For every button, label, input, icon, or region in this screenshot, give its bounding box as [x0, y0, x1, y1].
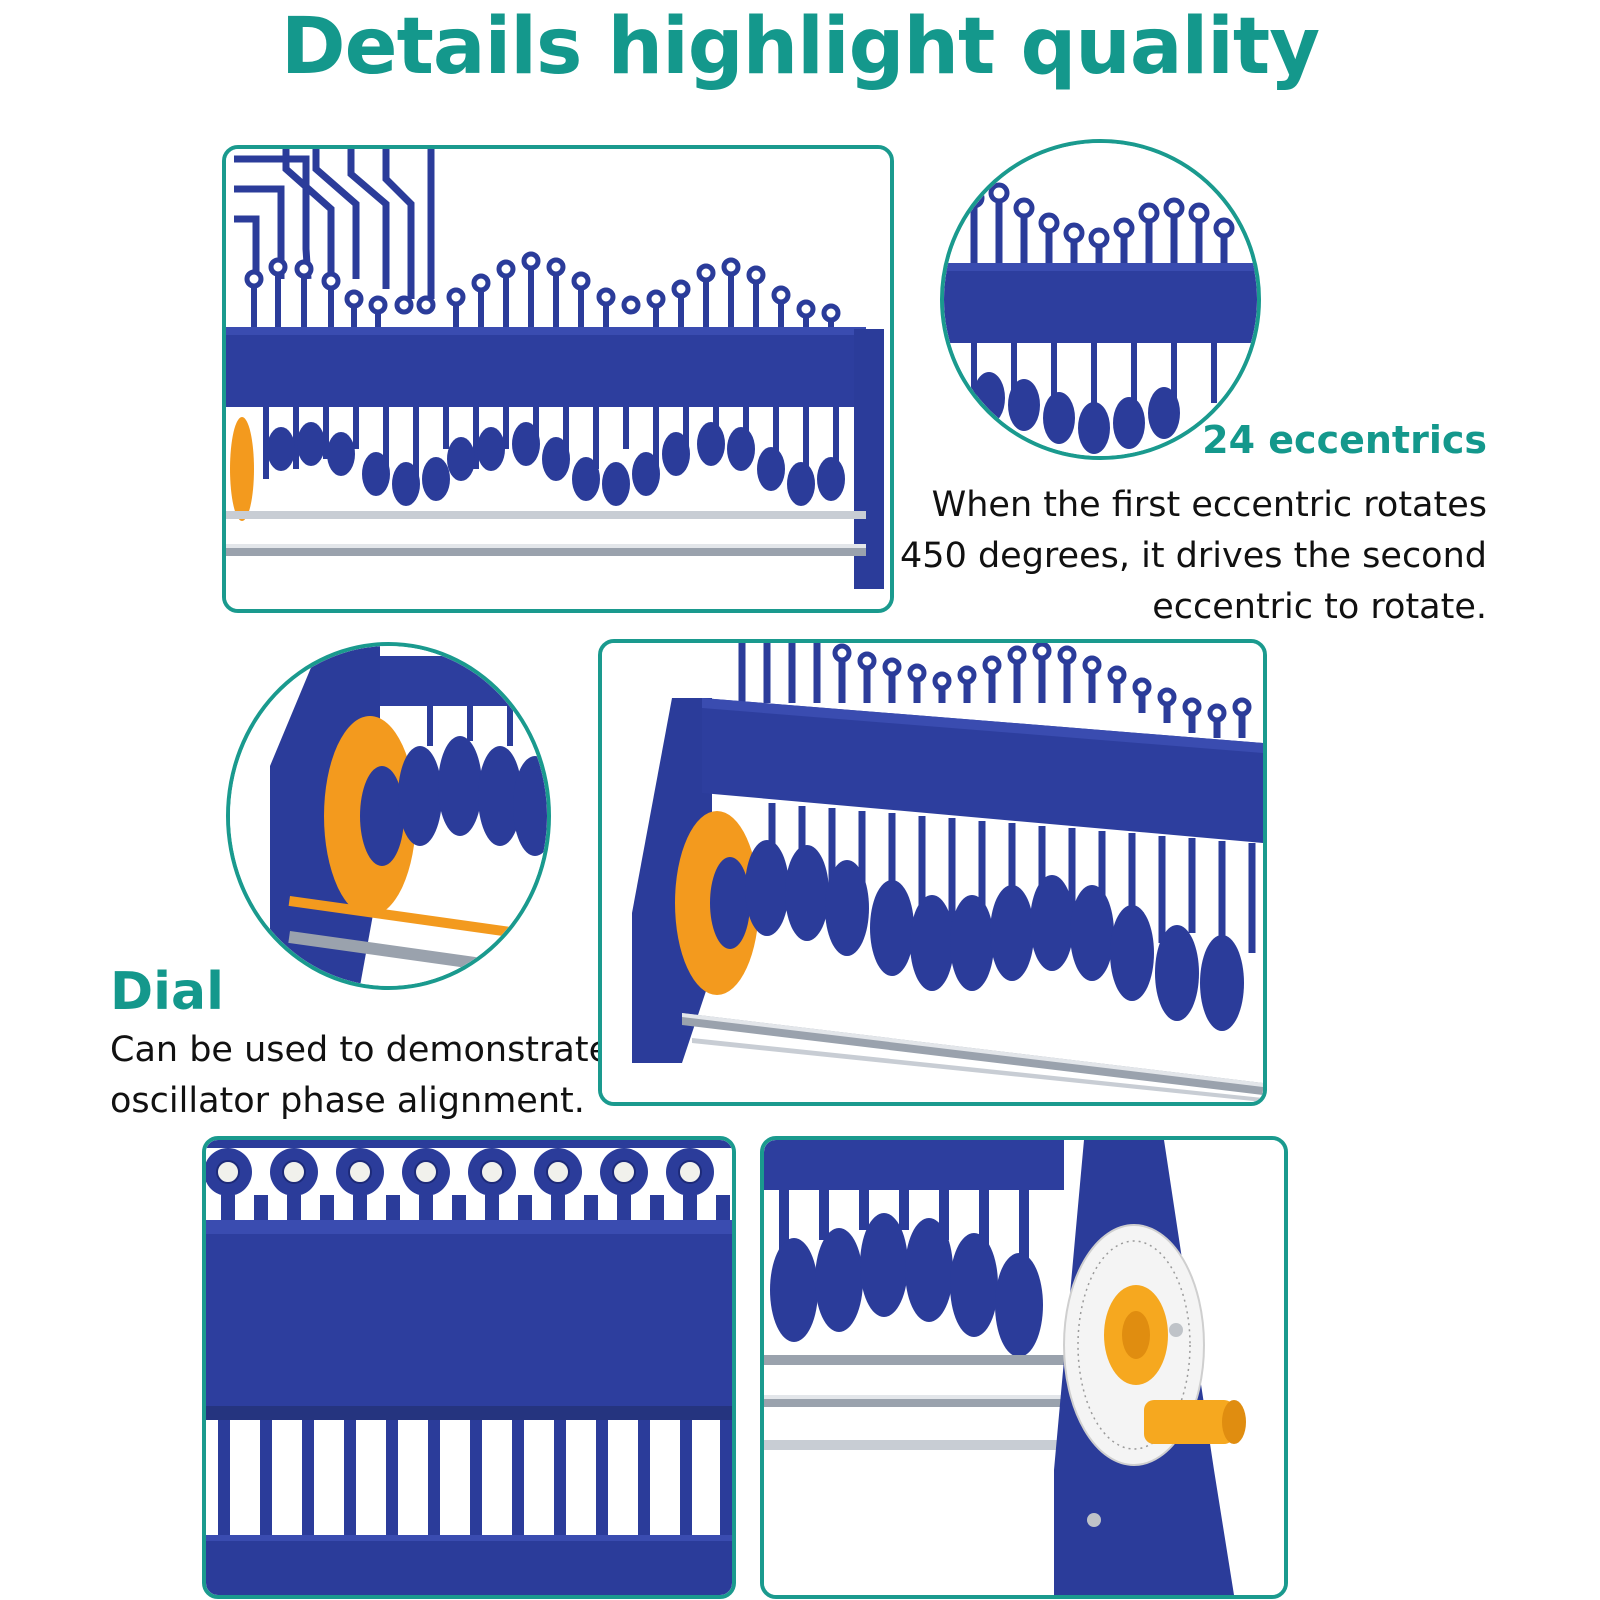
dial-line-2: oscillator phase alignment. — [110, 1081, 585, 1121]
dial-closeup-image — [230, 646, 547, 986]
rack-overview-panel — [222, 145, 894, 613]
page-title: Details highlight quality — [280, 2, 1320, 92]
dial-line-1: Can be used to demonstrate — [110, 1030, 611, 1070]
dial-crank-image — [764, 1140, 1284, 1595]
beam-closeup-panel — [202, 1136, 736, 1599]
dial-crank-panel — [760, 1136, 1288, 1599]
rack-angled-panel — [598, 639, 1267, 1106]
dial-description: Can be used to demonstrate oscillator ph… — [110, 1025, 610, 1127]
dial-heading: Dial — [110, 962, 224, 1022]
eccentrics-heading: 24 eccentrics — [1202, 418, 1487, 462]
eccentrics-description: When the first eccentric rotates 450 deg… — [900, 480, 1487, 633]
rack-angled-image — [602, 643, 1263, 1102]
beam-closeup-image — [206, 1140, 732, 1595]
rack-overview-image — [226, 149, 890, 609]
pendulum-closeup-image — [944, 143, 1257, 456]
eccentrics-line-3: eccentric to rotate. — [1152, 587, 1487, 627]
eccentrics-line-2: 450 degrees, it drives the second — [900, 536, 1487, 576]
dial-closeup-circle — [226, 642, 551, 990]
eccentrics-line-1: When the first eccentric rotates — [931, 485, 1487, 525]
pendulum-closeup-circle — [940, 139, 1261, 460]
